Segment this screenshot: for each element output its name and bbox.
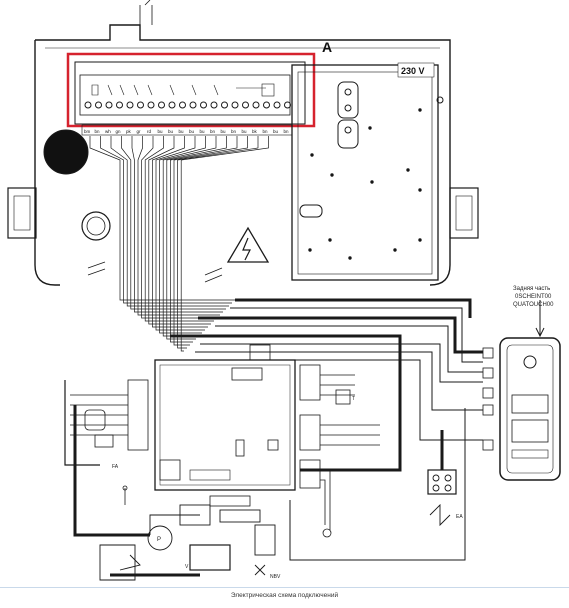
rear-panel-note-line3: QUATOUCH00 [513, 302, 554, 308]
plate-hole [330, 173, 334, 177]
terminal-screw [252, 101, 260, 109]
terminal-label: pk [126, 129, 132, 134]
plate-hole [370, 180, 374, 184]
terminal-label: bn [95, 129, 101, 134]
terminal-screw [221, 101, 228, 109]
wire [141, 136, 217, 319]
wire [137, 136, 220, 316]
terminal-screw [105, 101, 113, 109]
high-voltage-warning-icon [226, 226, 270, 263]
component-label-nbv: NBV [270, 574, 281, 580]
component-label-fa: FA [112, 464, 119, 470]
wire [177, 136, 259, 349]
terminal-screw [242, 101, 249, 109]
terminal-label: bn [284, 129, 290, 134]
highlight-box-a [66, 52, 316, 128]
plate-hole [418, 238, 422, 242]
boiler-housing [7, 0, 479, 286]
terminal-label: bn [231, 129, 237, 134]
wire [173, 136, 248, 346]
plate-hole [328, 238, 332, 242]
terminal-screw [158, 101, 165, 109]
terminal-label: gr [137, 129, 142, 134]
terminal-label: bn [263, 129, 269, 134]
plate-hole [393, 248, 397, 252]
plate-hole [418, 108, 422, 112]
terminal-screw [137, 101, 144, 109]
wire [121, 136, 226, 310]
terminal-screw [189, 101, 197, 109]
lower-components [99, 408, 466, 581]
terminal-screw [126, 101, 134, 109]
plate-hole [310, 153, 314, 157]
wire [144, 136, 214, 322]
plate-hole [308, 248, 312, 252]
terminal-label: rd [147, 129, 151, 134]
terminal-screw [179, 101, 186, 109]
terminal-screw [200, 101, 207, 109]
rear-panel [482, 300, 561, 481]
terminal-screw [147, 101, 155, 109]
plate-hole [368, 126, 372, 130]
terminal-screw [168, 101, 176, 109]
component-label-ea: EA [456, 514, 463, 520]
terminal-label: bu [242, 129, 248, 134]
terminal-label: bm [84, 129, 91, 134]
plate-hole [348, 256, 352, 260]
cover-plate [291, 64, 444, 281]
plate-hole [406, 168, 410, 172]
terminal-screw [95, 101, 102, 109]
voltage-label: 230 V [401, 66, 425, 76]
rear-panel-note-line2: 0SCHEINT00 [515, 294, 552, 300]
control-board [154, 344, 296, 507]
right-connectors [299, 364, 380, 538]
terminal-label: bu [179, 129, 185, 134]
terminal-screw [263, 101, 270, 109]
terminal-label: bu [158, 129, 164, 134]
terminal-screw [210, 101, 218, 109]
terminal-label: bu [189, 129, 195, 134]
terminal-block [74, 61, 306, 125]
terminal-label: bu [273, 129, 279, 134]
component-label-t: T [352, 396, 355, 402]
terminal-label: bk [252, 129, 258, 134]
terminal-label: bu [168, 129, 174, 134]
terminal-label: bu [221, 129, 227, 134]
terminal-label: bu [200, 129, 206, 134]
ea-sensor [427, 430, 457, 527]
wire [170, 136, 238, 343]
component-label-v: V [185, 564, 189, 570]
component-label-p: P [157, 537, 161, 543]
wire [180, 136, 269, 352]
left-connectors [64, 379, 150, 537]
terminal-label: wh [105, 129, 111, 134]
rear-panel-note-line1: Задняя часть [513, 286, 550, 292]
terminal-label: gn [116, 129, 122, 134]
wire [152, 136, 208, 328]
wire [110, 136, 229, 307]
diagram-caption: Электрическая схема подключений [0, 587, 569, 604]
secondary-wires [180, 307, 483, 441]
terminal-screw [284, 101, 291, 109]
wire [166, 136, 227, 340]
terminal-screw [84, 101, 92, 109]
wire [155, 136, 205, 331]
terminal-screw [116, 101, 123, 109]
callout-a-label: A [322, 39, 332, 55]
wire [148, 136, 211, 325]
terminal-screw [231, 101, 239, 109]
wire [131, 136, 223, 313]
wire [89, 136, 235, 301]
terminal-screw [273, 101, 281, 109]
plate-hole [418, 188, 422, 192]
terminal-label: bn [210, 129, 216, 134]
main-harness [170, 298, 483, 472]
